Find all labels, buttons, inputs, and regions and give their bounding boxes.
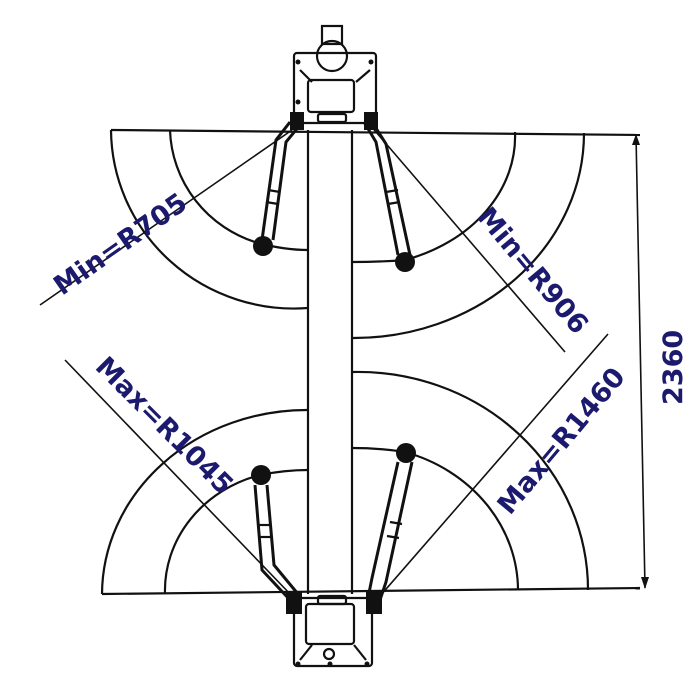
label-max-right: Max=R1460 xyxy=(492,362,632,521)
label-overall-height: 2360 xyxy=(658,330,689,405)
radius-line-min-right xyxy=(369,124,566,353)
lift-arm-top-right xyxy=(362,121,415,272)
label-max-left: Max=R1045 xyxy=(89,351,239,501)
bottom-right-arcs xyxy=(351,370,590,591)
lift-arm-bottom-left xyxy=(251,465,300,602)
bottom-baseline xyxy=(101,586,641,596)
center-column xyxy=(306,130,354,594)
radius-line-max-right xyxy=(379,333,609,597)
radius-line-max-left xyxy=(64,359,293,597)
label-min-right: Min=R906 xyxy=(471,202,594,341)
top-post xyxy=(290,24,378,130)
radius-line-min-left xyxy=(39,129,293,306)
lift-arm-bottom-right xyxy=(366,443,416,601)
lift-arm-top-left xyxy=(253,121,302,256)
bottom-post xyxy=(286,592,382,668)
dimension-line xyxy=(632,134,649,589)
label-min-left: Min=R705 xyxy=(48,187,193,301)
